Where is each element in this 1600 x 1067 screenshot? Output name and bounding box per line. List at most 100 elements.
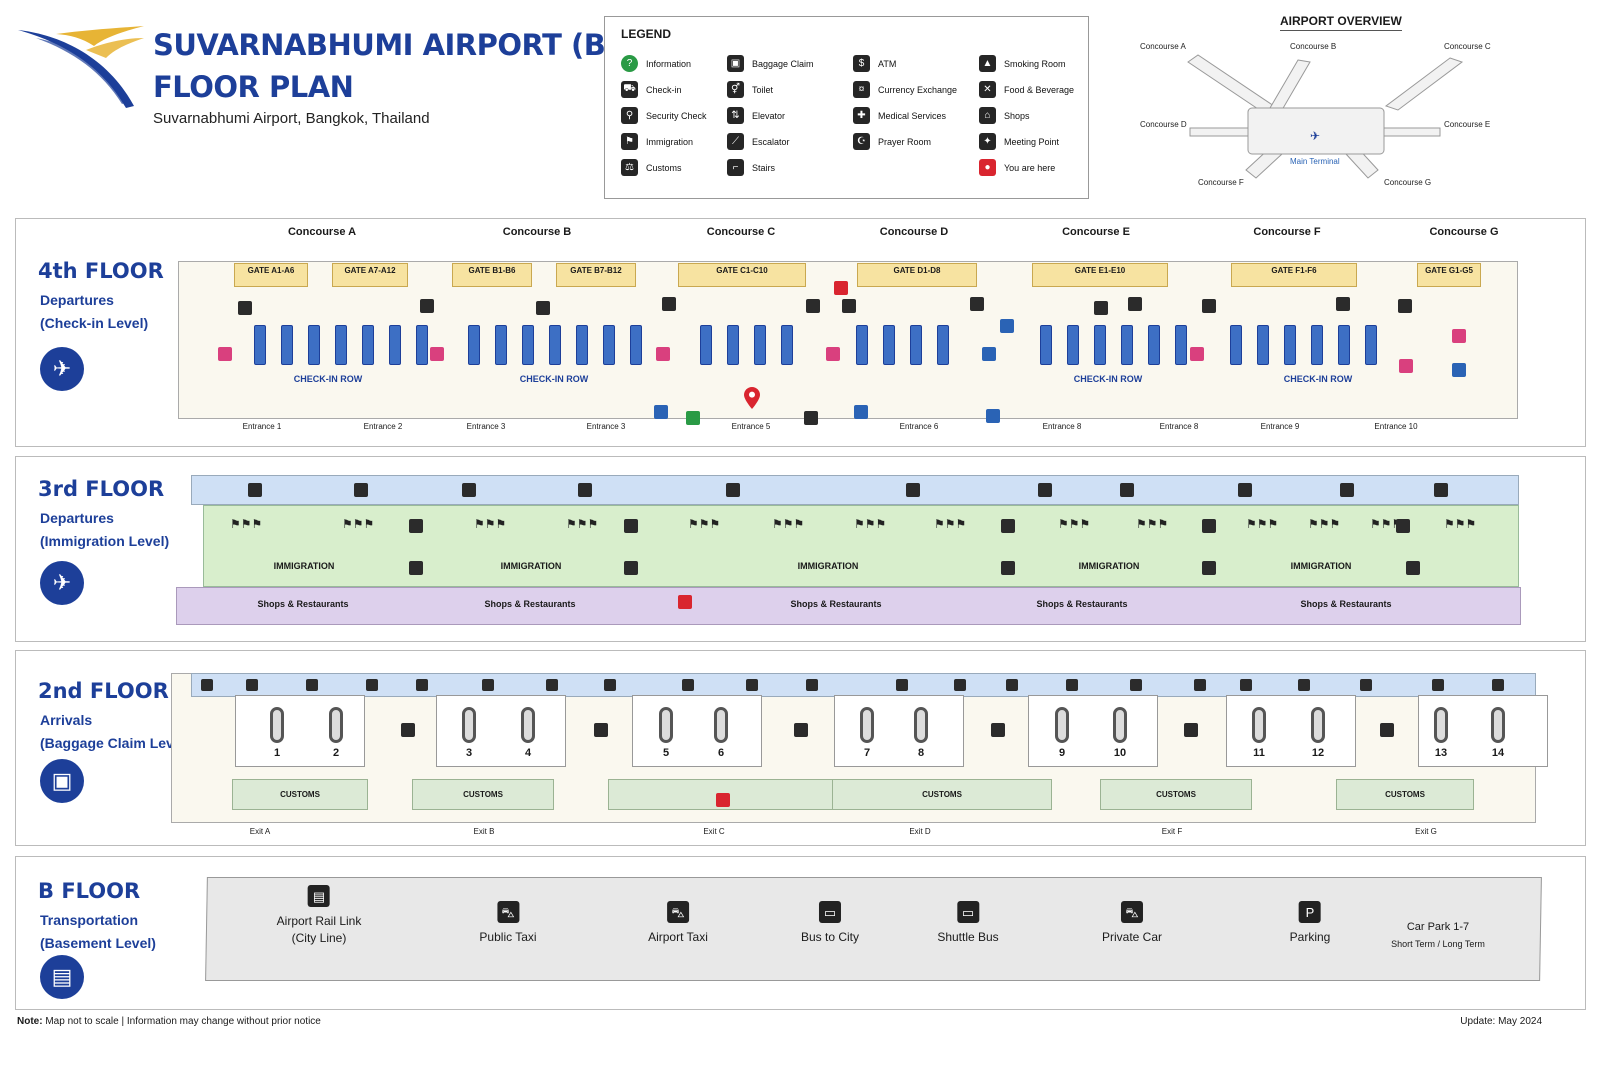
overview-title: AIRPORT OVERVIEW — [1280, 14, 1402, 31]
facility-icon — [1240, 679, 1252, 691]
legend-item-label: ATM — [878, 58, 897, 69]
toilet-icon — [726, 483, 740, 497]
concourse-label: Concourse A — [287, 226, 357, 238]
medical-icon — [716, 793, 730, 807]
toilet-icon — [578, 483, 592, 497]
belt-number: 2 — [332, 747, 340, 759]
baggage-belt-area — [1028, 695, 1158, 767]
floor-4-panel: 4th FLOOR Departures(Check-in Level) ✈ C… — [15, 218, 1586, 447]
legend-item-label: Meeting Point — [1004, 136, 1060, 147]
legend-item: ⌐Stairs — [727, 159, 775, 176]
overview-label: Concourse F — [1198, 178, 1244, 187]
baggage-belt-area — [235, 695, 365, 767]
overview-label: Concourse E — [1444, 120, 1491, 129]
medical-icon — [678, 595, 692, 609]
facility-icon — [546, 679, 558, 691]
facility-icon — [991, 723, 1005, 737]
immigration-icon: ⚑⚑⚑ — [1058, 517, 1091, 531]
checkin-desk — [576, 325, 588, 365]
transport-label: Private Car — [1101, 930, 1163, 944]
toilet-band — [191, 475, 1519, 505]
checkin-desk — [910, 325, 922, 365]
floor-2-title: 2nd FLOOR — [38, 679, 169, 703]
belt-number: 1 — [273, 747, 281, 759]
atm-icon: $ — [853, 55, 870, 72]
checkin-desk — [1094, 325, 1106, 365]
legend-item: ☪Prayer Room — [853, 133, 931, 150]
legend-item-label: Toilet — [752, 84, 774, 95]
immigration-icon: ⚑⚑⚑ — [342, 517, 375, 531]
legend-item: ✦Meeting Point — [979, 133, 1059, 150]
gate-label: GATE E1-E10 — [1032, 263, 1168, 287]
entrance-label: Entrance 8 — [1159, 422, 1199, 431]
checkin-desk — [630, 325, 642, 365]
toilet-icon — [906, 483, 920, 497]
legend-item: ●You are here — [979, 159, 1055, 176]
currency-icon: ¤ — [853, 81, 870, 98]
checkin-desk — [1067, 325, 1079, 365]
floor-b-panel: B FLOOR Transportation(Basement Level) ▤… — [15, 856, 1586, 1010]
shops-icon — [826, 347, 840, 361]
facility-icon — [238, 301, 252, 315]
checkin-desk — [281, 325, 293, 365]
checkin-row-label: CHECK-IN ROW — [1283, 374, 1353, 384]
entrance-label: Entrance 8 — [1042, 422, 1082, 431]
legend-item-label: Check-in — [646, 84, 682, 95]
checkin-desk — [1040, 325, 1052, 365]
immigration-icon: ⚑⚑⚑ — [1136, 517, 1169, 531]
concourse-label: Concourse C — [706, 226, 776, 238]
immigration-icon: ⚑⚑⚑ — [566, 517, 599, 531]
medical-icon: ✚ — [853, 107, 870, 124]
shops-label: Shops & Restaurants — [790, 599, 882, 609]
car-park-label: Car Park 1-7 Short Term / Long Term — [1391, 919, 1485, 953]
transport-label: Shuttle Bus — [937, 930, 999, 944]
svg-text:✈: ✈ — [1310, 129, 1320, 143]
checkin-desk — [1365, 325, 1377, 365]
facility-icon — [604, 679, 616, 691]
entrance-label: Entrance 2 — [363, 422, 403, 431]
belt-number: 5 — [662, 747, 670, 759]
exit-label: Exit G — [1415, 827, 1437, 836]
checkin-desk — [549, 325, 561, 365]
transport-label: Airport Taxi — [648, 930, 708, 944]
stairs-icon: ⌐ — [727, 159, 744, 176]
facility-icon — [1094, 301, 1108, 315]
immigration-icon: ⚑⚑⚑ — [230, 517, 263, 531]
checkin-desk — [522, 325, 534, 365]
floor-3-sub2: (Immigration Level) — [40, 533, 170, 549]
facility-icon — [201, 679, 213, 691]
legend-item-label: Customs — [646, 162, 682, 173]
info-icon: ? — [621, 55, 638, 72]
toilet-icon: ⚥ — [727, 81, 744, 98]
atm-icon — [654, 405, 668, 419]
facility-icon — [842, 299, 856, 313]
facility-icon — [420, 299, 434, 313]
immigration-label: IMMIGRATION — [500, 561, 562, 571]
plane-icon: ✈ — [40, 561, 84, 605]
legend-item: ⛟Check-in — [621, 81, 682, 98]
you-are-here-icon: ● — [979, 159, 996, 176]
legend-item-label: Prayer Room — [878, 136, 932, 147]
customs-area: CUSTOMS — [832, 779, 1052, 810]
immigration-icon: ⚑⚑⚑ — [772, 517, 805, 531]
shops-label: Shops & Restaurants — [1300, 599, 1392, 609]
shops-label: Shops & Restaurants — [257, 599, 349, 609]
customs-area: CUSTOMS — [232, 779, 368, 810]
floor-4-sub2: (Check-in Level) — [40, 315, 149, 331]
baggage-belt-area — [632, 695, 762, 767]
toilet-icon — [1038, 483, 1052, 497]
facility-icon — [416, 679, 428, 691]
checkin-desk — [937, 325, 949, 365]
checkin-desk — [700, 325, 712, 365]
transport-item: ⛍Private Car — [1102, 901, 1162, 946]
legend-item: ?Information — [621, 55, 691, 72]
atm-icon — [1000, 319, 1014, 333]
belt-number: 9 — [1058, 747, 1066, 759]
exit-label: Exit B — [473, 827, 495, 836]
entrance-label: Entrance 3 — [586, 422, 626, 431]
entrance-label: Entrance 9 — [1260, 422, 1300, 431]
baggage-carousel — [1252, 707, 1266, 743]
baggage-carousel — [914, 707, 928, 743]
legend-item-label: Smoking Room — [1004, 58, 1066, 69]
